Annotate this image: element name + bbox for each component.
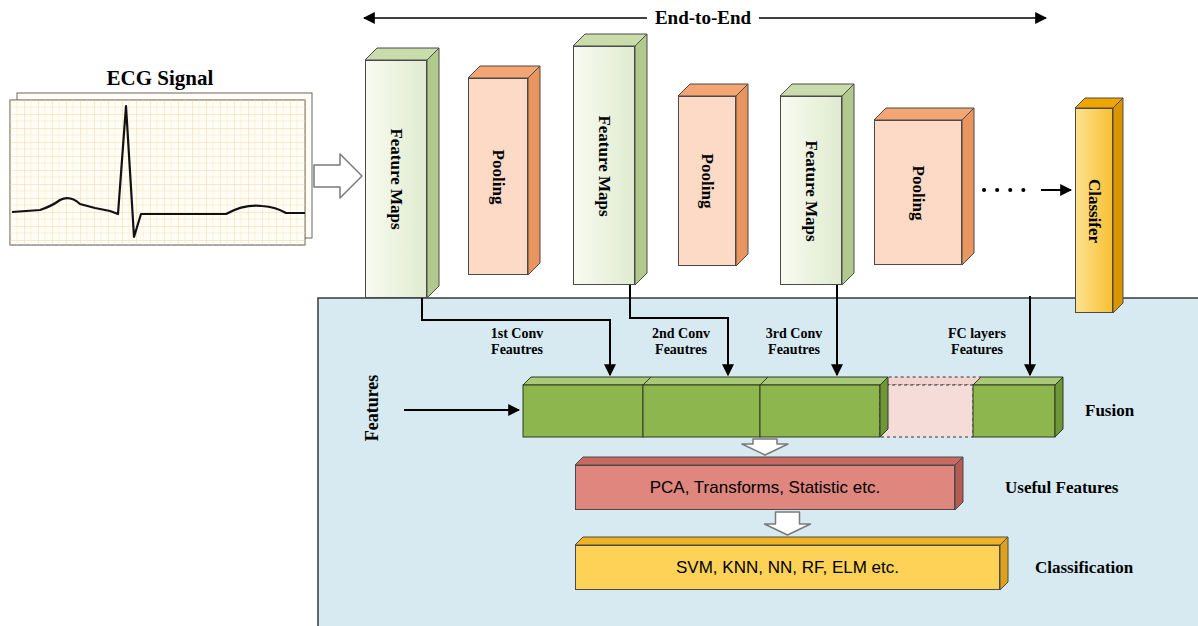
feature-selection-box: PCA, Transforms, Statistic etc.Useful Fe… (575, 465, 955, 510)
fusion-segment (973, 385, 1055, 437)
pooling-block-face: Pooling (678, 96, 736, 266)
feature-map-block: Feature Maps (780, 96, 842, 285)
pooling-block-face: Pooling (874, 120, 962, 265)
block-label: PCA, Transforms, Statistic etc. (650, 478, 881, 498)
features-panel (318, 298, 1198, 626)
block-top-face (365, 48, 439, 60)
classifier-box: SVM, KNN, NN, RF, ELM etc.Classification (575, 545, 1000, 590)
fusion-gap (880, 385, 973, 437)
hollow-arrow (314, 154, 362, 198)
block-top-face (575, 537, 1008, 545)
fusion-bar: Fusion (523, 385, 1055, 437)
fusion-segment-top (760, 377, 888, 385)
hollow-arrow (742, 439, 788, 455)
edge-label: 2nd Conv Feautres (644, 326, 718, 358)
ecg-waveform (12, 106, 305, 237)
block-top-face (780, 84, 854, 96)
block-side-face (427, 48, 439, 298)
block-label: Pooling (697, 154, 717, 209)
ecg-sheet (10, 100, 305, 245)
feature-map-block-face: Feature Maps (573, 46, 635, 285)
classifier-block-face: Classifer (1075, 108, 1113, 313)
connector-line (422, 298, 610, 375)
classifier-block: Classifer (1075, 108, 1113, 313)
fusion-segment-top (523, 377, 651, 385)
block-side-face (528, 66, 540, 275)
feature-map-block-face: Feature Maps (365, 60, 427, 298)
block-label: ECG Signal (10, 66, 310, 91)
pooling-block-face: Pooling (468, 78, 528, 275)
block-side-face (635, 34, 647, 285)
feature-map-block: Feature Maps (365, 60, 427, 298)
fusion-segment-side (1055, 377, 1063, 437)
pooling-block: Pooling (678, 96, 736, 266)
fusion-bar-face (523, 385, 1055, 437)
pooling-block: Pooling (874, 120, 962, 265)
connector-line (1041, 189, 1071, 191)
connector (984, 190, 1071, 191)
feature-map-block-face: Feature Maps (780, 96, 842, 285)
fusion-segment (760, 385, 880, 437)
block-side-face (1000, 537, 1008, 590)
connector (742, 439, 788, 455)
block-side-face (736, 84, 748, 266)
block-side-face (842, 84, 854, 285)
fusion-segment-side (880, 377, 888, 437)
stage-label: Useful Features (1005, 478, 1118, 498)
feature-selection-box-face: PCA, Transforms, Statistic etc. (575, 465, 955, 510)
fusion-segment (523, 385, 643, 437)
pooling-block: Pooling (468, 78, 528, 275)
connector-line (836, 285, 838, 375)
block-side-face (962, 108, 974, 265)
edge-label: 1st Conv Feautres (480, 326, 554, 358)
fusion-segment-top (643, 377, 768, 385)
hollow-arrow (765, 512, 811, 535)
connector-line (630, 285, 728, 375)
ecg-grid (10, 100, 305, 245)
block-side-face (955, 457, 963, 510)
connector (314, 154, 362, 198)
fusion-segment-top (973, 377, 1063, 385)
connector (765, 512, 811, 535)
block-label: Fusion (1085, 401, 1134, 421)
feature-label: FC layers Features (930, 326, 1024, 358)
block-label: SVM, KNN, NN, RF, ELM etc. (676, 558, 899, 578)
stage-label: Classification (1035, 558, 1133, 578)
classifier-box-face: SVM, KNN, NN, RF, ELM etc. (575, 545, 1000, 590)
feature-map-block: Feature Maps (573, 46, 635, 285)
block-label: Feature Maps (801, 140, 821, 241)
fc-feature-arrow (1029, 296, 1031, 375)
block-label: Pooling (488, 149, 508, 204)
block-label: Feature Maps (386, 128, 406, 229)
fusion-bar-depth (523, 377, 1065, 439)
block-label: Classifer (1084, 178, 1104, 242)
span-label: End-to-End (647, 7, 759, 29)
edge-label: 3rd Conv Feautres (757, 326, 831, 358)
connector (837, 285, 838, 375)
block-top-face (573, 34, 647, 46)
block-top-face (575, 457, 963, 465)
dotted-connector (984, 188, 1035, 192)
fusion-segment (643, 385, 760, 437)
connector (422, 298, 610, 375)
features-arrow (404, 409, 519, 411)
fusion-gap-top (880, 377, 981, 385)
feature-label: Features (362, 375, 383, 442)
block-label: Pooling (908, 165, 928, 220)
connector (630, 285, 728, 375)
block-label: Feature Maps (594, 115, 614, 216)
block-side-face (1113, 98, 1123, 313)
ecg-signal-face: ECG Signal (10, 64, 310, 246)
ecg-signal: ECG Signal (10, 64, 310, 246)
block-top-face (874, 108, 974, 120)
